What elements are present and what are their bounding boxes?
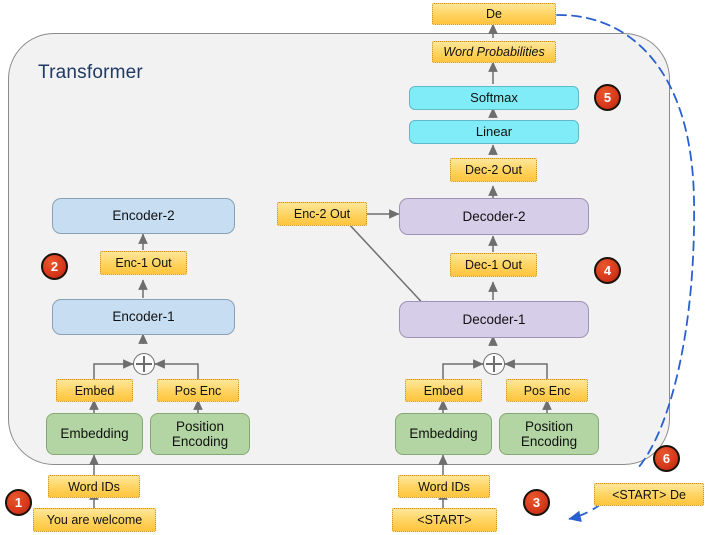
encoder-1-box: Encoder-1 [52,299,235,335]
linear-box: Linear [409,120,579,144]
decoder-word-ids: Word IDs [398,475,490,498]
step-badge-6: 6 [653,445,680,472]
decoder-embedding-box: Embedding [395,413,492,455]
page-title: Transformer [38,62,143,83]
step-badge-5: 5 [594,84,621,111]
softmax-box: Softmax [409,86,579,110]
feedback-next-input-tag: <START> De [594,483,704,506]
decoder-embed-tag: Embed [405,379,482,402]
encoder-input-sentence: You are welcome [33,508,156,532]
encoder-word-ids: Word IDs [48,475,140,498]
dec-2-out-tag: Dec-2 Out [450,158,537,182]
step-badge-3: 3 [523,489,550,516]
decoder-1-box: Decoder-1 [399,301,589,338]
step-badge-2: 2 [41,253,68,280]
dec-1-out-tag: Dec-1 Out [450,253,537,277]
encoder-2-box: Encoder-2 [52,198,235,234]
encoder-position-encoding-box: Position Encoding [150,413,250,455]
predicted-word-tag: De [432,3,556,25]
decoder-pos-enc-tag: Pos Enc [506,379,588,402]
word-probabilities-tag: Word Probabilities [432,41,556,63]
enc-1-out-tag: Enc-1 Out [100,251,187,275]
decoder-2-box: Decoder-2 [399,198,589,235]
decoder-position-encoding-box: Position Encoding [499,413,599,455]
encoder-pos-enc-tag: Pos Enc [157,379,239,402]
decoder-add-operator [483,353,505,375]
encoder-add-operator [133,353,155,375]
encoder-embed-tag: Embed [56,379,133,402]
decoder-input-token: <START> [392,508,497,532]
step-badge-4: 4 [594,257,621,284]
encoder-embedding-box: Embedding [46,413,143,455]
step-badge-1: 1 [5,489,32,516]
enc-2-out-tag: Enc-2 Out [277,202,367,226]
